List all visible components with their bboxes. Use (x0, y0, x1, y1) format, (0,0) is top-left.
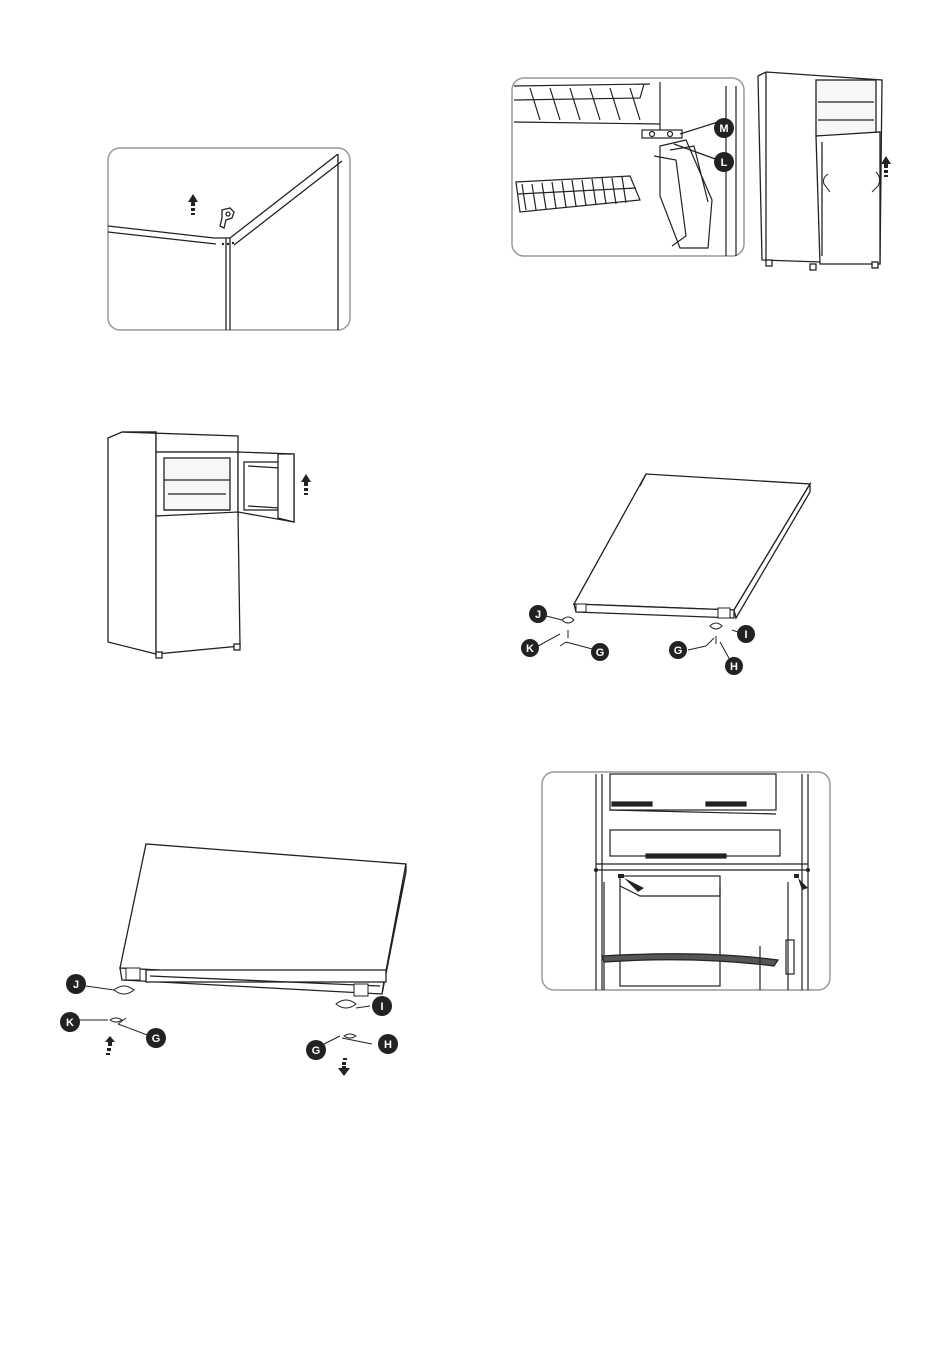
arrow-down-icon (338, 1058, 350, 1076)
callout-h: H (378, 1034, 398, 1054)
svg-text:I: I (380, 1001, 383, 1013)
svg-text:L: L (721, 157, 728, 169)
callout-h: H (725, 657, 743, 675)
callout-m: M (714, 118, 734, 138)
figure-upper-door-bottom-hinge: J K G I G H (520, 470, 820, 680)
svg-text:G: G (674, 645, 683, 657)
callout-i: I (737, 625, 755, 643)
figure-lower-door-bottom-hinge: J K G I G H (60, 840, 410, 1100)
svg-text:I: I (744, 629, 747, 641)
svg-text:H: H (730, 661, 738, 673)
figure-upper-door-hinge: M L (510, 76, 892, 272)
callout-j: J (66, 974, 86, 994)
callout-i: I (372, 996, 392, 1016)
callout-l: L (714, 152, 734, 172)
svg-text:G: G (596, 647, 605, 659)
svg-text:J: J (535, 609, 541, 621)
callout-k: K (60, 1012, 80, 1032)
svg-text:J: J (73, 979, 79, 991)
figure-middle-hinge-holes (540, 770, 832, 994)
svg-text:M: M (719, 123, 728, 135)
svg-text:G: G (312, 1045, 321, 1057)
callout-k: K (521, 639, 539, 657)
arrow-up-icon (881, 156, 891, 177)
arrow-up-icon (301, 474, 311, 495)
callout-g: G (669, 641, 687, 659)
svg-text:H: H (384, 1039, 392, 1051)
figure-top-hinge-cover (106, 146, 352, 332)
svg-text:K: K (66, 1017, 74, 1029)
callout-g: G (306, 1040, 326, 1060)
callout-j: J (529, 605, 547, 623)
svg-text:G: G (152, 1033, 161, 1045)
svg-text:K: K (526, 643, 534, 655)
arrow-up-icon (105, 1036, 115, 1055)
callout-g: G (591, 643, 609, 661)
callout-g: G (146, 1028, 166, 1048)
figure-remove-upper-door (108, 432, 333, 662)
